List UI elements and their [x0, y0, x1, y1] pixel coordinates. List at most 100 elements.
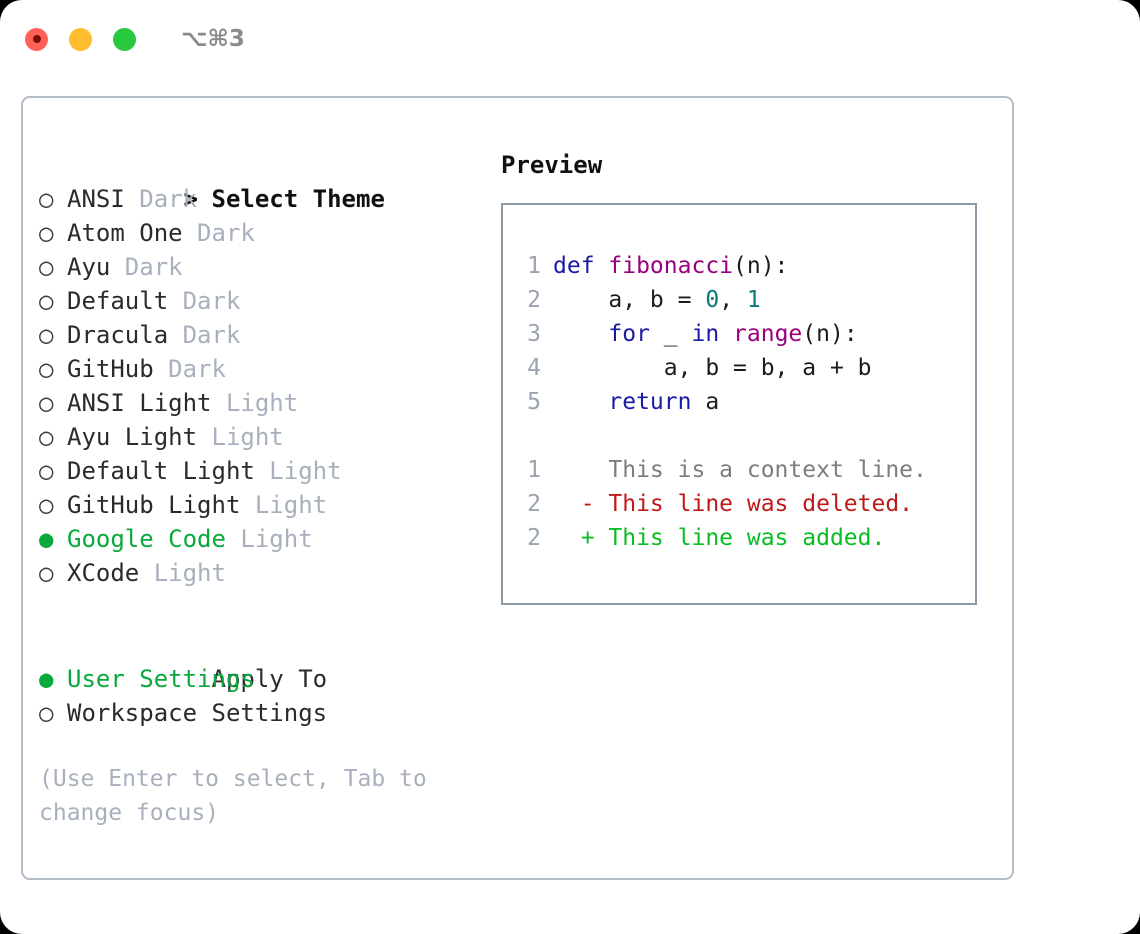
apply-to-item[interactable]: ● User Settings: [39, 662, 479, 696]
code-line: 5 return a: [515, 385, 975, 419]
radio-unselected-icon: ○: [39, 219, 54, 247]
window-shortcut-label: ⌥⌘3: [181, 26, 245, 52]
theme-variant-tag: Dark: [168, 287, 241, 315]
diff-line-text: - This line was deleted.: [553, 491, 914, 517]
code-token-pl: (n):: [802, 321, 858, 347]
theme-list-item[interactable]: ○ Atom One Dark: [39, 216, 479, 250]
theme-name-label: GitHub: [67, 355, 154, 383]
code-token-pl: (n):: [733, 253, 789, 279]
apply-to-header-label: Apply To: [211, 665, 328, 693]
code-token-pl: [553, 321, 608, 347]
radio-unselected-icon: ○: [39, 185, 54, 213]
code-token-pl: [553, 389, 608, 415]
theme-list-item[interactable]: ○Default Dark: [39, 284, 479, 318]
theme-variant-tag: Dark: [182, 219, 255, 247]
diff-line-text: + This line was added.: [553, 525, 886, 551]
theme-variant-tag: Light: [254, 457, 342, 485]
line-number: 2: [527, 287, 541, 313]
code-token-pl: ,: [719, 287, 747, 313]
theme-list-header-label: Select Theme: [211, 185, 385, 213]
radio-unselected-icon: ○: [39, 699, 54, 727]
code-token-kw: return: [608, 389, 692, 415]
theme-list-item[interactable]: ○ Ayu Dark: [39, 250, 479, 284]
code-line: 2 a, b = 0, 1: [515, 283, 975, 317]
code-line: 3 for _ in range(n):: [515, 317, 975, 351]
radio-selected-icon: ●: [39, 665, 54, 693]
theme-variant-tag: Light: [197, 423, 284, 451]
code-token-num: 1: [746, 287, 761, 313]
code-token-fn: range: [733, 321, 803, 347]
line-number: 2: [527, 491, 541, 517]
code-token-fn: fibonacci: [608, 253, 734, 279]
window-controls: [25, 27, 136, 51]
theme-list-item[interactable]: ○GitHub Light Light: [39, 488, 479, 522]
line-number: 5: [527, 389, 541, 415]
main-panel: >Select Theme ○ ANSI Dark ○ Atom One Dark ○ A…: [21, 96, 1014, 880]
apply-to-label: User Settings: [67, 665, 255, 693]
diff-sample: 1 This is a context line.2 - This line w…: [515, 453, 975, 555]
code-token-pl: [719, 321, 733, 347]
keyboard-hint-text: (Use Enter to select, Tab to change focu…: [39, 766, 441, 826]
diff-line: 2 - This line was deleted.: [515, 487, 975, 521]
close-window-button[interactable]: [25, 27, 48, 51]
apply-to-header: Apply To: [39, 628, 479, 693]
theme-list-item[interactable]: ○ ANSI Light Light: [39, 386, 479, 420]
theme-variant-tag: Light: [211, 389, 299, 417]
line-number: 1: [527, 253, 541, 279]
radio-unselected-icon: ○: [39, 457, 54, 485]
section-spacer: [39, 590, 479, 628]
theme-variant-tag: Light: [139, 559, 226, 587]
diff-line: 2 + This line was added.: [515, 521, 975, 555]
theme-name-label: Ayu: [67, 253, 111, 281]
code-line: 1 def fibonacci(n):: [515, 249, 975, 283]
theme-name-label: Ayu Light: [67, 423, 198, 451]
theme-list-header: >Select Theme: [39, 148, 479, 213]
theme-list-item[interactable]: ○ Ayu Light Light: [39, 420, 479, 454]
theme-list[interactable]: ○ANSI Dark○Atom One Dark○Ayu Dark○Defaul…: [39, 182, 479, 590]
theme-name-label: XCode: [67, 559, 140, 587]
theme-variant-tag: Dark: [110, 253, 183, 281]
code-token-pl: a, b = b, a + b: [553, 355, 872, 381]
theme-variant-tag: Dark: [168, 321, 241, 349]
theme-name-label: ANSI: [67, 185, 125, 213]
theme-name-label: Google Code: [67, 525, 226, 553]
theme-list-item[interactable]: ○ ANSI Dark: [39, 182, 479, 216]
radio-unselected-icon: ○: [39, 423, 54, 451]
radio-unselected-icon: ○: [39, 253, 54, 281]
code-token-pl: _: [649, 321, 692, 347]
code-token-kw: def: [553, 253, 609, 279]
theme-variant-tag: Dark: [124, 185, 198, 213]
apply-to-list[interactable]: ● User Settings ○ Workspace Settings: [39, 662, 479, 730]
line-number: 3: [527, 321, 541, 347]
theme-variant-tag: Light: [240, 491, 328, 519]
diff-line: 1 This is a context line.: [515, 453, 975, 487]
theme-variant-tag: Light: [225, 525, 313, 553]
theme-name-label: Atom One: [67, 219, 183, 247]
code-token-pl: a: [691, 389, 720, 415]
code-token-num: 0: [705, 287, 720, 313]
theme-name-label: ANSI Light: [67, 389, 212, 417]
code-diff-spacer: [515, 419, 975, 453]
apply-to-item[interactable]: ○ Workspace Settings: [39, 696, 479, 730]
line-number: 4: [527, 355, 541, 381]
code-token-pl: a, b =: [553, 287, 706, 313]
code-token-kw: in: [691, 321, 720, 347]
maximize-window-button[interactable]: [113, 27, 136, 51]
diff-line-text: This is a context line.: [553, 457, 927, 483]
radio-unselected-icon: ○: [39, 287, 54, 315]
radio-selected-icon: ●: [39, 525, 54, 553]
apply-to-label: Workspace Settings: [67, 699, 328, 727]
title-bar: ⌥⌘3: [0, 0, 1140, 78]
minimize-window-button[interactable]: [69, 27, 92, 51]
theme-list-item[interactable]: ● Google Code Light: [39, 522, 479, 556]
theme-list-item[interactable]: ○GitHub Dark: [39, 352, 479, 386]
radio-unselected-icon: ○: [39, 389, 54, 417]
theme-name-label: Dracula: [67, 321, 169, 349]
theme-list-item[interactable]: ○Dracula Dark: [39, 318, 479, 352]
theme-selector-column: >Select Theme ○ ANSI Dark ○ Atom One Dark ○ A…: [39, 148, 479, 830]
preview-title: Preview: [501, 151, 603, 179]
theme-list-item[interactable]: ○Default Light Light: [39, 454, 479, 488]
theme-list-item[interactable]: ○XCode Light: [39, 556, 479, 590]
